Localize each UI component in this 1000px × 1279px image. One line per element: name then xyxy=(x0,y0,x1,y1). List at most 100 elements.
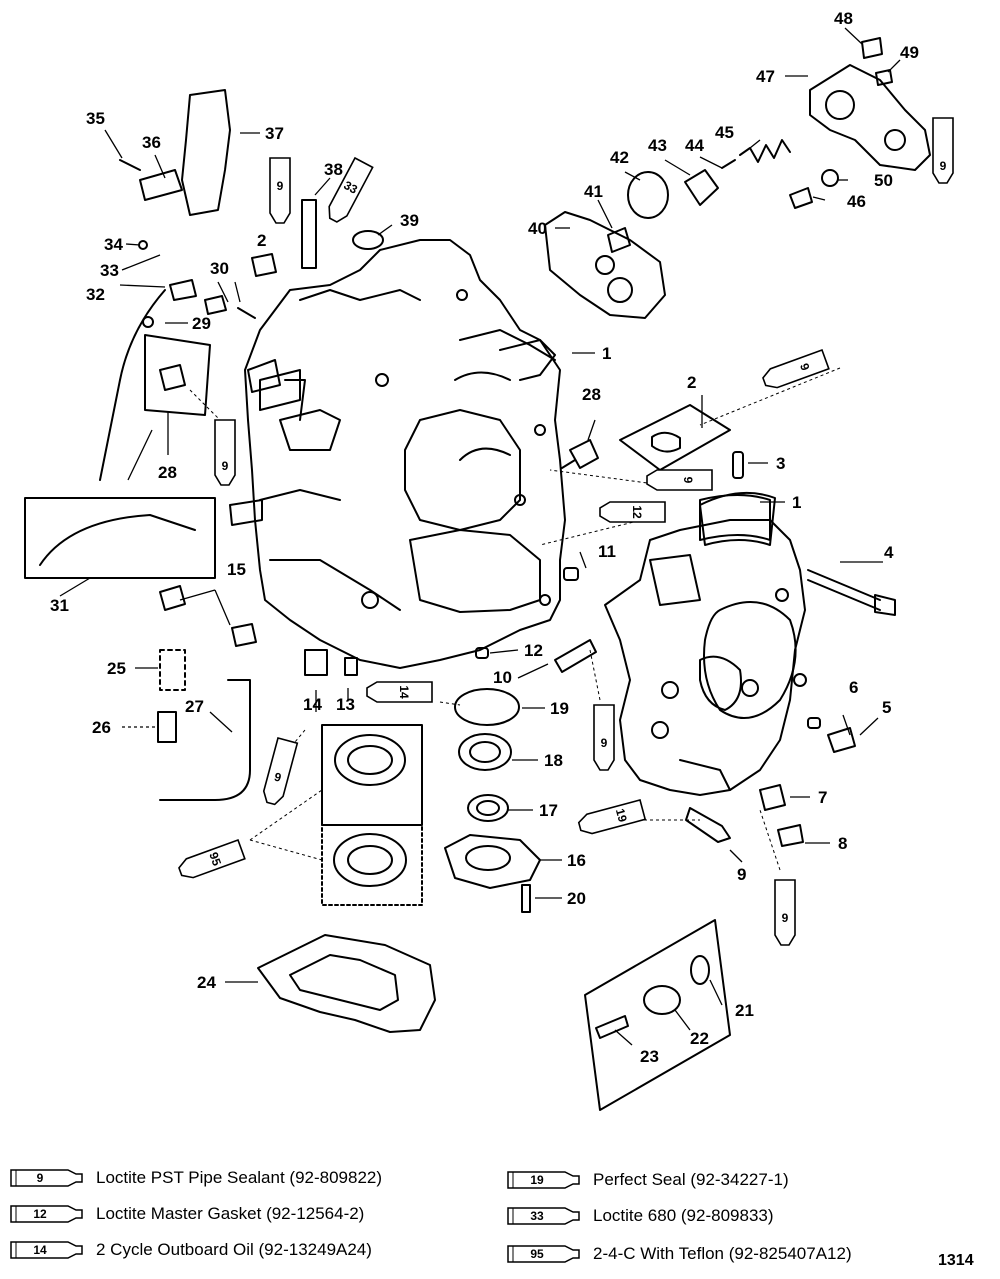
screw-48 xyxy=(861,37,883,59)
tube-label: 14 xyxy=(397,685,411,699)
legend-label: Loctite 680 (92-809833) xyxy=(593,1206,774,1225)
callout: 21 xyxy=(735,1001,754,1020)
tube-33: 33 xyxy=(328,156,374,223)
tube-9-upper: 9 xyxy=(269,157,291,224)
legend-label: Loctite PST Pipe Sealant (92-809822) xyxy=(96,1168,383,1187)
callout: 12 xyxy=(524,641,543,660)
seal-box-lower xyxy=(321,824,423,906)
callout: 11 xyxy=(598,542,616,561)
screw-49 xyxy=(875,69,893,86)
tube-label: 9 xyxy=(601,736,608,750)
plug-12 xyxy=(475,647,489,659)
callout: 48 xyxy=(834,9,853,28)
callout: 28 xyxy=(158,463,177,482)
tube-9-plug14: 9 xyxy=(262,737,299,806)
callout: 50 xyxy=(874,171,893,190)
legend-code: 33 xyxy=(530,1209,544,1223)
check-valve-26 xyxy=(157,711,177,743)
sealant-tube-icon: 9 xyxy=(10,1169,83,1187)
callout: 41 xyxy=(584,182,603,201)
sealant-legend: 9 Loctite PST Pipe Sealant (92-809822) 1… xyxy=(0,1155,1000,1279)
bracket-37 xyxy=(181,89,231,216)
seal-21 xyxy=(690,955,710,985)
sensor-box-31 xyxy=(24,497,216,579)
tube-12: 12 xyxy=(599,501,666,523)
tube-9-plug: 9 xyxy=(762,348,830,389)
tube-label: 9 xyxy=(277,179,284,193)
dowel-pin-3 xyxy=(732,451,744,479)
tube-14: 14 xyxy=(366,681,433,703)
legend-code: 95 xyxy=(530,1247,544,1261)
tube-label: 9 xyxy=(940,159,947,173)
callout: 31 xyxy=(50,596,69,615)
legend-item: 95 2-4-C With Teflon (92-825407A12) xyxy=(505,1241,852,1267)
callout: 35 xyxy=(86,109,105,128)
fitting-28 xyxy=(561,439,599,469)
stud-38 xyxy=(301,199,317,269)
legend-code: 9 xyxy=(37,1171,44,1185)
hose-27 xyxy=(159,679,251,801)
callout: 30 xyxy=(210,259,229,278)
tube-9-fitting: 9 xyxy=(646,469,713,491)
seal-18 xyxy=(458,733,512,771)
legend-label: 2 Cycle Outboard Oil (92-13249A24) xyxy=(96,1240,372,1259)
callout: 44 xyxy=(685,136,704,155)
sealant-tube-icon: 19 xyxy=(507,1171,580,1189)
screw-23 xyxy=(595,1015,629,1039)
plug-11 xyxy=(563,567,579,581)
callout: 3 xyxy=(776,454,785,473)
callout: 2 xyxy=(257,231,266,250)
screw-29 xyxy=(142,316,154,328)
tube-label: 12 xyxy=(630,505,644,519)
callout: 40 xyxy=(528,219,547,238)
tube-label: 9 xyxy=(222,459,229,473)
gasket-40 xyxy=(544,211,666,319)
spring-45 xyxy=(739,139,791,163)
callout: 24 xyxy=(197,973,216,992)
callout: 6 xyxy=(849,678,858,697)
callout: 39 xyxy=(400,211,419,230)
callout: 17 xyxy=(539,801,558,820)
callout: 38 xyxy=(324,160,343,179)
callout: 27 xyxy=(185,697,204,716)
callout: 29 xyxy=(192,314,211,333)
thermostat-cover-47 xyxy=(809,64,931,171)
sender-22 xyxy=(643,985,681,1015)
callout: 36 xyxy=(142,133,161,152)
o-ring-19 xyxy=(454,688,520,726)
callout: 4 xyxy=(884,543,894,562)
callout: 45 xyxy=(715,123,734,142)
callout: 14 xyxy=(303,695,322,714)
callout: 13 xyxy=(336,695,355,714)
plug-2 xyxy=(651,431,681,453)
nipple-10 xyxy=(554,639,597,673)
elbow-fitting-box xyxy=(144,334,211,416)
valve-41 xyxy=(607,227,631,253)
plug-2-left xyxy=(251,253,277,277)
screw-35 xyxy=(119,159,141,171)
callout: 7 xyxy=(818,788,827,807)
legend-item: 12 Loctite Master Gasket (92-12564-2) xyxy=(8,1201,364,1227)
callout: 26 xyxy=(92,718,111,737)
legend-item: 9 Loctite PST Pipe Sealant (92-809822) xyxy=(8,1165,382,1191)
cylinder-block-cover xyxy=(604,494,807,796)
callout: 8 xyxy=(838,834,847,853)
tube-label: 19 xyxy=(613,807,630,824)
legend-item: 33 Loctite 680 (92-809833) xyxy=(505,1203,774,1229)
wire-lead xyxy=(99,289,166,481)
elbow-7 xyxy=(759,784,786,811)
callout: 47 xyxy=(756,67,775,86)
legend-code: 14 xyxy=(33,1243,47,1257)
tube-9-nipple: 9 xyxy=(593,704,615,771)
diaphragm-42 xyxy=(627,171,669,219)
tube-label: 9 xyxy=(782,911,789,925)
callout: 37 xyxy=(265,124,284,143)
plug-6 xyxy=(807,717,821,729)
legend-label: Loctite Master Gasket (92-12564-2) xyxy=(96,1204,365,1223)
sensor-lead xyxy=(39,514,196,566)
legend-label: Perfect Seal (92-34227-1) xyxy=(593,1170,789,1189)
tube-9-thermostat: 9 xyxy=(932,117,954,184)
callout: 1 xyxy=(602,344,611,363)
callout: 15 xyxy=(227,560,246,579)
sealant-tube-icon: 14 xyxy=(10,1241,83,1259)
